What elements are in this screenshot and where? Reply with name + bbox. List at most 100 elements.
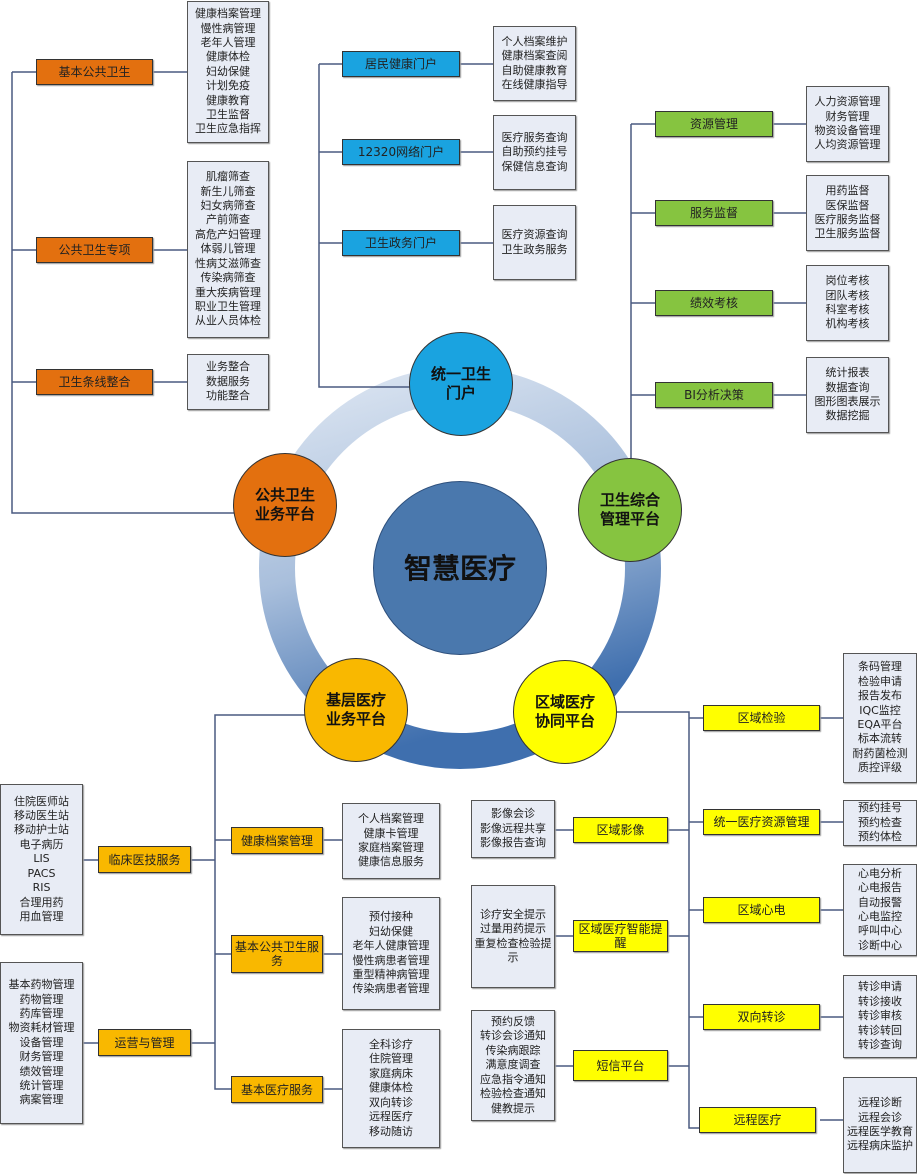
list-item: 移动随访 — [369, 1124, 413, 1138]
list-item: 医疗服务监督 — [814, 213, 881, 226]
node-telemedicine[interactable]: 远程医疗 — [699, 1107, 816, 1133]
node-basic-public-health[interactable]: 基本公共卫生 — [36, 59, 153, 85]
list-item: 设备管理 — [19, 1035, 64, 1049]
list-item: 影像会诊 — [491, 807, 535, 821]
platform-primary-care[interactable]: 基层医疗 业务平台 — [304, 658, 408, 762]
list-item: 报告发布 — [858, 689, 902, 703]
node-unified-resource-management[interactable]: 统一医疗资源管理 — [703, 809, 820, 835]
list-item: 慢性病管理 — [200, 21, 256, 35]
list-item: 妇幼保健 — [206, 64, 250, 78]
list-item: 条码管理 — [858, 660, 902, 674]
node-public-health-special[interactable]: 公共卫生专项 — [36, 237, 153, 263]
list-item: 个人档案维护 — [501, 34, 568, 48]
list-item: 转诊转回 — [858, 1023, 902, 1037]
node-government-portal[interactable]: 卫生政务门户 — [342, 230, 460, 256]
list-item: 健康体检 — [206, 50, 250, 64]
list-public-health-special: 肌瘤筛查新生儿筛查妇女病筛查产前筛查高危产妇管理体弱儿管理性病艾滋筛查传染病筛查… — [187, 161, 269, 338]
node-resource-management[interactable]: 资源管理 — [655, 111, 773, 137]
list-item: 耐药菌检测 — [852, 746, 908, 760]
list-item: 传染病患者管理 — [352, 982, 430, 996]
center-hub-smart-healthcare[interactable]: 智慧医疗 — [373, 481, 547, 655]
node-operations-management[interactable]: 运营与管理 — [98, 1029, 191, 1056]
list-item: 心电报告 — [858, 881, 902, 895]
list-item: 体弱儿管理 — [200, 242, 256, 256]
list-item: 老年人管理 — [200, 35, 256, 49]
list-item: 基本药物管理 — [8, 978, 75, 992]
node-basic-medical-service[interactable]: 基本医疗服务 — [231, 1076, 323, 1103]
node-health-line-integration[interactable]: 卫生条线整合 — [36, 369, 153, 395]
platform-public-health[interactable]: 公共卫生 业务平台 — [233, 453, 337, 557]
list-item: 远程会诊 — [858, 1110, 902, 1124]
platform-unified-portal[interactable]: 统一卫生 门户 — [409, 332, 513, 436]
list-item: 转诊申请 — [858, 980, 902, 994]
list-item: 健康教育 — [206, 93, 250, 107]
list-item: 卫生政务服务 — [501, 242, 568, 256]
list-operations-management: 基本药物管理药物管理药库管理物资耗材管理设备管理财务管理绩效管理统计管理病案管理 — [0, 962, 83, 1124]
list-item: 计划免疫 — [206, 79, 250, 93]
list-health-record-management: 个人档案管理健康卡管理家庭档案管理健康信息服务 — [342, 803, 440, 879]
list-item: 过量用药提示 — [480, 922, 546, 936]
list-item: 远程医疗 — [369, 1110, 413, 1124]
node-sms-platform[interactable]: 短信平台 — [573, 1050, 668, 1081]
list-item: 诊疗安全提示 — [480, 907, 546, 921]
node-smart-reminder[interactable]: 区域医疗智能提醒 — [573, 920, 668, 952]
node-clinical-service[interactable]: 临床医技服务 — [98, 846, 191, 873]
list-item: 科室考核 — [825, 303, 870, 316]
list-item: 数据挖掘 — [825, 409, 870, 423]
list-item: EQA平台 — [857, 718, 903, 731]
list-two-way-referral: 转诊申请转诊接收转诊审核转诊转回转诊查询 — [843, 975, 917, 1058]
list-item: 质控评级 — [858, 761, 902, 775]
list-item: 住院医师站 — [14, 794, 69, 808]
list-item: 产前筛查 — [206, 213, 250, 227]
list-item: 用药监督 — [825, 184, 870, 198]
list-item: 药物管理 — [19, 992, 64, 1006]
node-12320-portal[interactable]: 12320网络门户 — [342, 139, 460, 165]
list-item: 预约反馈 — [491, 1015, 535, 1029]
node-bi-analysis[interactable]: BI分析决策 — [655, 382, 773, 408]
list-telemedicine: 远程诊断远程会诊远程医学教育远程病床监护 — [843, 1077, 917, 1173]
list-item: 传染病跟踪 — [485, 1043, 541, 1057]
list-service-supervision: 用药监督医保监督医疗服务监督卫生服务监督 — [806, 175, 889, 251]
list-item: 数据查询 — [825, 380, 870, 394]
list-item: 传染病筛查 — [200, 271, 256, 285]
list-item: 转诊查询 — [858, 1038, 902, 1052]
node-resident-health-portal[interactable]: 居民健康门户 — [342, 51, 460, 77]
list-item: LIS — [33, 852, 50, 866]
list-item: 高危产妇管理 — [195, 227, 261, 241]
node-regional-lab[interactable]: 区域检验 — [703, 705, 820, 731]
list-item: 重大疾病管理 — [195, 285, 261, 299]
list-item: 双向转诊 — [369, 1095, 413, 1109]
list-item: 家庭档案管理 — [358, 841, 424, 854]
list-regional-ecg: 心电分析心电报告自动报警心电监控呼叫中心诊断中心 — [843, 864, 917, 956]
list-item: 预约挂号 — [858, 801, 902, 815]
node-health-record-management[interactable]: 健康档案管理 — [231, 827, 323, 854]
list-item: 个人档案管理 — [358, 812, 424, 826]
node-regional-ecg[interactable]: 区域心电 — [703, 897, 820, 923]
list-item: 卫生服务监督 — [814, 227, 881, 241]
list-item: 合理用药 — [19, 895, 64, 909]
list-item: 应急指令通知 — [480, 1072, 546, 1086]
list-item: 业务整合 — [206, 360, 250, 374]
list-regional-imaging: 影像会诊影像远程共享影像报告查询 — [471, 800, 555, 858]
list-item: 卫生应急指挥 — [195, 122, 261, 136]
list-item: 全科诊疗 — [369, 1038, 413, 1052]
list-item: 卫生监督 — [206, 108, 250, 122]
node-regional-imaging[interactable]: 区域影像 — [573, 817, 668, 843]
node-two-way-referral[interactable]: 双向转诊 — [703, 1004, 820, 1030]
list-item: 岗位考核 — [825, 274, 870, 288]
node-basic-public-health-service[interactable]: 基本公共卫生服务 — [231, 935, 323, 973]
list-health-line-integration: 业务整合数据服务功能整合 — [187, 354, 269, 410]
list-item: 健康信息服务 — [358, 855, 424, 869]
list-item: 健康体检 — [369, 1081, 413, 1095]
list-item: 财务管理 — [19, 1050, 64, 1064]
node-service-supervision[interactable]: 服务监督 — [655, 200, 773, 226]
node-performance-review[interactable]: 绩效考核 — [655, 290, 773, 316]
list-item: 统计报表 — [825, 366, 870, 380]
list-item: 移动护士站 — [14, 823, 69, 837]
platform-regional-collaboration[interactable]: 区域医疗 协同平台 — [513, 660, 617, 764]
list-item: 病案管理 — [19, 1093, 64, 1107]
list-item: 物资设备管理 — [814, 124, 881, 137]
platform-health-management[interactable]: 卫生综合 管理平台 — [578, 458, 682, 562]
